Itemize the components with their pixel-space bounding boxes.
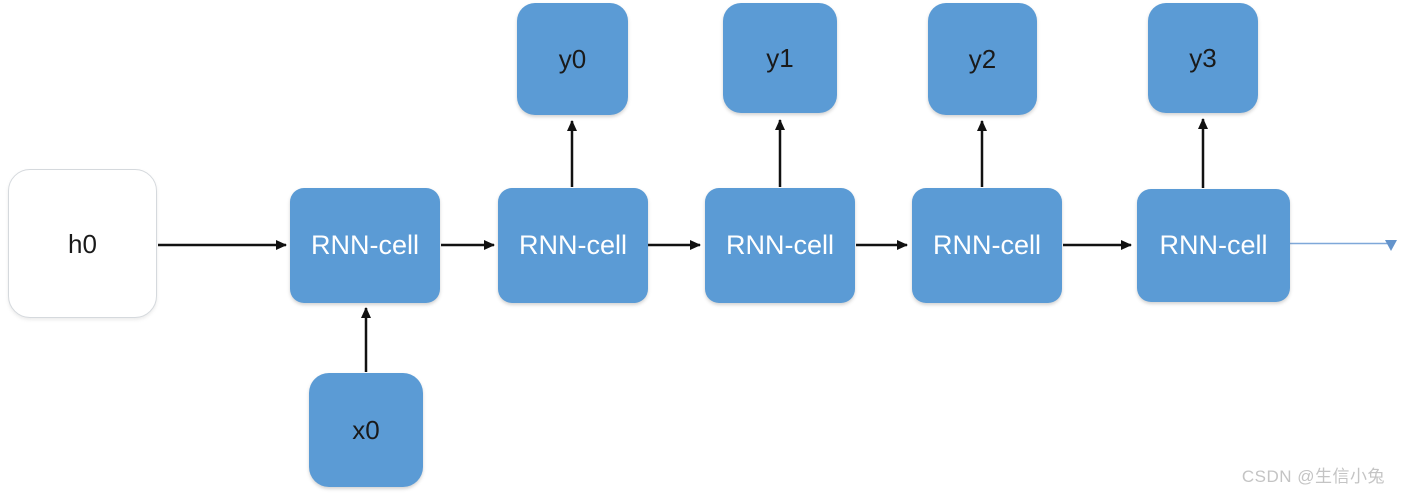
node-rnn-cell-3-label: RNN-cell: [726, 230, 834, 260]
node-rnn-cell-3: RNN-cell: [705, 188, 855, 303]
node-rnn-cell-5-label: RNN-cell: [1159, 230, 1268, 260]
node-y0-label: y0: [558, 44, 587, 74]
watermark: CSDN @生信小兔: [1241, 467, 1385, 486]
node-h0-label: h0: [68, 228, 97, 259]
node-x0: x0: [309, 373, 423, 487]
node-y2: y2: [928, 3, 1037, 115]
continuation-arrowhead-icon: [1385, 240, 1397, 251]
node-rnn-cell-4: RNN-cell: [912, 188, 1062, 303]
node-rnn-cell-1-label: RNN-cell: [311, 230, 419, 260]
node-rnn-cell-2: RNN-cell: [498, 188, 648, 303]
node-y2-label: y2: [968, 44, 997, 74]
node-rnn-cell-5: RNN-cell: [1137, 189, 1290, 302]
node-y3: y3: [1148, 3, 1258, 113]
node-y1: y1: [723, 3, 837, 113]
node-x0-label: x0: [352, 415, 380, 445]
node-rnn-cell-4-label: RNN-cell: [933, 230, 1041, 260]
node-y3-label: y3: [1189, 43, 1217, 73]
node-h0: h0: [8, 169, 157, 318]
node-y1-label: y1: [766, 43, 794, 73]
node-rnn-cell-1: RNN-cell: [290, 188, 440, 303]
node-y0: y0: [517, 3, 628, 115]
node-rnn-cell-2-label: RNN-cell: [519, 230, 627, 260]
